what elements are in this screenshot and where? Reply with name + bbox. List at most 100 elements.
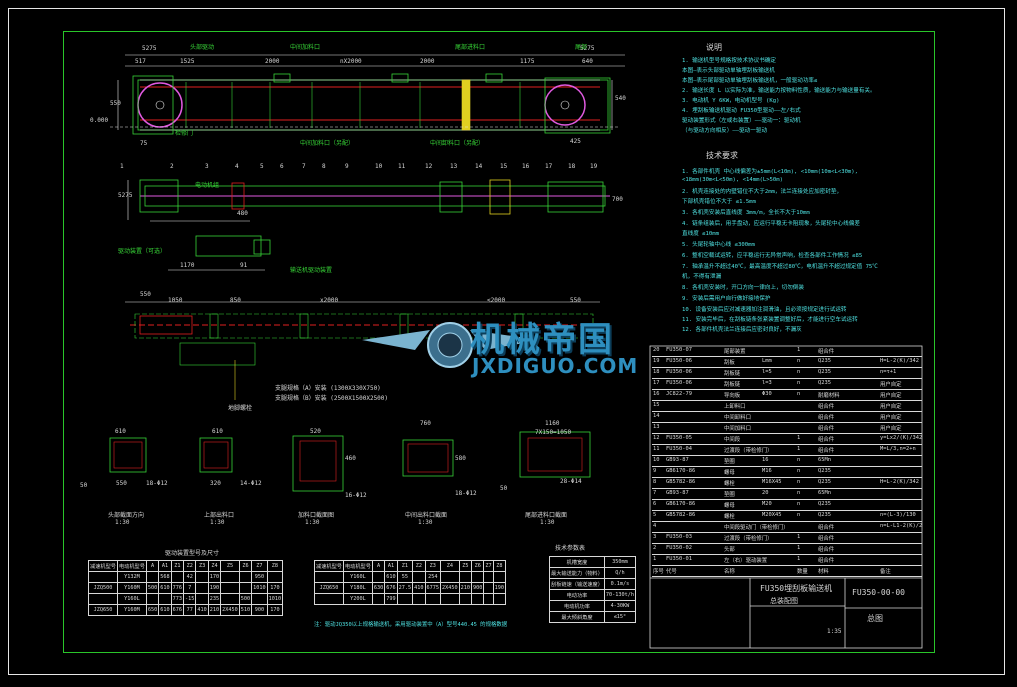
view-a-front-elevation xyxy=(110,54,625,135)
bom-cell-rem: y=Lx2/(K)/342 xyxy=(880,435,923,441)
label-mid-feed: 中间加料口 xyxy=(290,44,321,51)
view-b-plan xyxy=(127,179,610,271)
callout-9: 9 xyxy=(345,163,349,170)
table-header-cell: 减速机型号 xyxy=(88,560,118,572)
sec4-title: 中间出料口截面 xyxy=(405,512,448,519)
table-cell xyxy=(314,571,344,583)
tech-line: 5. 头尾轮轴中心线 ≤300mm xyxy=(682,242,755,248)
section-views xyxy=(109,431,591,492)
table-cell: Y160L xyxy=(342,571,373,583)
table-header-cell: Z4 xyxy=(440,560,460,572)
bom-cell-num: 12 xyxy=(653,435,660,441)
bom-cell-qty: n xyxy=(797,501,801,507)
table-cell xyxy=(195,582,209,594)
table-cell: 2X450 xyxy=(440,582,460,594)
bom-cell-num: 3 xyxy=(653,534,657,540)
label-leg-a: 支腿规格（A）安装 (1300X330X750) xyxy=(275,385,381,392)
tech-line: 4. 链条组装后，用手盘动，应运行平稳无卡阻现象，头尾轮中心线偏差 xyxy=(682,221,860,227)
callout-19: 19 xyxy=(590,163,598,170)
tech-line: 8. 各机壳安装时，开口方向一律向上，切勿倒装 xyxy=(682,285,804,291)
table-header-cell: Z3 xyxy=(424,560,442,572)
table-header-cell: Z6 xyxy=(238,560,253,572)
bom-cell-spec: l=5 xyxy=(762,369,772,375)
title-product: FU350埋刮板输送机 xyxy=(760,584,833,593)
bom-cell-name: 导向板 xyxy=(724,393,741,399)
label-leg-b: 支腿规格（B）安装 (2500X1500X2500) xyxy=(275,395,389,402)
table-cell: Y160L xyxy=(116,593,147,605)
bom-cell-mat: Q235 xyxy=(818,479,831,485)
table-cell xyxy=(424,593,442,605)
table-cell: Y180L xyxy=(342,582,373,594)
table-cell: Y132M xyxy=(116,571,147,583)
label-anchor-bolt: 地脚螺栓 xyxy=(228,405,253,412)
bom-cell-mat: 组合件 xyxy=(818,536,835,542)
table-cell: Y160M xyxy=(116,582,147,594)
dim-550: 550 xyxy=(110,100,121,107)
table-header-cell: A1 xyxy=(158,560,172,572)
table-header-cell: Z5 xyxy=(220,560,240,572)
label-inspect-door: 检修门 xyxy=(175,130,194,137)
bom-cell-spec: l=3 xyxy=(762,380,772,386)
bom-cell-mat: 组合件 xyxy=(818,547,835,553)
bom-cell-mat: 组合件 xyxy=(818,426,835,432)
table-cell: 1010 xyxy=(251,582,268,594)
bom-cell-name: 刮板链 xyxy=(724,382,741,388)
title-subtitle: 总装配图 xyxy=(770,597,798,605)
bom-cell-qty: n xyxy=(797,490,801,496)
bom-cell-num: 5 xyxy=(653,512,657,518)
table-cell: JZQ500 xyxy=(88,582,118,594)
table-cell: 0.1m/s xyxy=(603,578,637,590)
sec2-title: 上部出料口 xyxy=(204,512,235,519)
bom-cell-code: JC822-79 xyxy=(666,391,692,397)
drawing-outer-frame xyxy=(8,8,1005,675)
table-header-cell: Z8 xyxy=(266,560,284,572)
callout-11: 11 xyxy=(398,163,406,170)
label-mid-discharge: 中间卸料口（另配） xyxy=(430,140,485,147)
table-cell xyxy=(471,571,485,583)
bom-cell-mat: 组合件 xyxy=(818,448,835,454)
bom-cell-spec: Lmm xyxy=(762,358,772,364)
bom-cell-qty: 1 xyxy=(797,534,801,540)
bom-cell-mat: 组合件 xyxy=(818,349,835,355)
note-line: 驱动装置形式（左或右装置）——驱动一：驱动机 xyxy=(682,118,801,124)
callout-18: 18 xyxy=(568,163,576,170)
table-cell xyxy=(483,582,494,594)
bom-cell-mat: Q235 xyxy=(818,468,831,474)
dim-550-c: 550 xyxy=(140,291,151,298)
callout-6: 6 xyxy=(280,163,284,170)
table-cell xyxy=(220,571,240,583)
bom-cell-spec: M20 xyxy=(762,501,772,507)
bom-cell-num: 20 xyxy=(653,347,660,353)
table-cell xyxy=(371,571,386,583)
bom-cell-name: 垫圈 xyxy=(724,459,735,465)
table-cell xyxy=(170,571,185,583)
bom-cell-rem: 用户自定 xyxy=(880,415,902,421)
callout-5: 5 xyxy=(260,163,264,170)
tech-line: 10. 设备安装后应对减速器加注润滑油，且必须按规定进行试运转 xyxy=(682,307,847,313)
callout-3: 3 xyxy=(205,163,209,170)
motor-table-note: 注：驱动JQ350以上规格输送机，采用驱动装置中（A）型号440.45 的规格数… xyxy=(314,622,508,628)
table-cell: 210 xyxy=(207,604,222,616)
bom-cell-num: 1 xyxy=(653,556,657,562)
bom-cell-qty: 1 xyxy=(797,545,801,551)
callout-16: 16 xyxy=(522,163,530,170)
table-cell xyxy=(440,571,460,583)
bom-cell-rem: 用户自定 xyxy=(880,382,902,388)
bom-cell-name: 螺栓 xyxy=(724,514,735,520)
dim-1525: 1525 xyxy=(180,58,195,65)
bom-header-num: 序号 xyxy=(653,569,664,575)
table-cell: 630 xyxy=(371,582,386,594)
table-cell: 电动功率 xyxy=(549,589,605,601)
table-cell: 350mm xyxy=(603,556,637,568)
tech-line: 2. 机壳连接处的内壁错位不大于2mm，法兰连接处应加密封垫， xyxy=(682,189,843,195)
